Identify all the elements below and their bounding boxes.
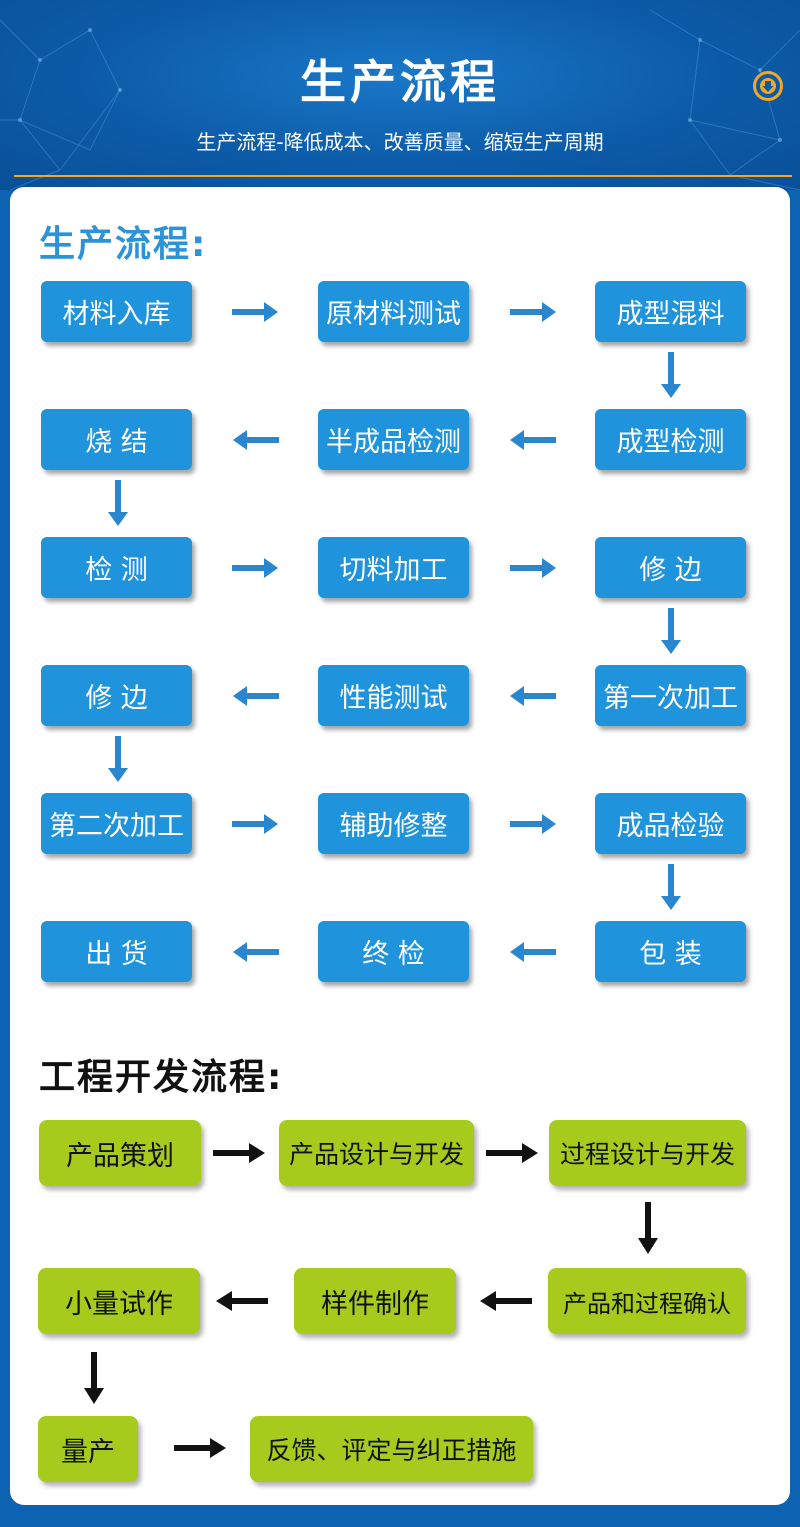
arrow-right-icon [486,1143,538,1163]
engineering-step: 小量试作 [38,1268,200,1334]
arrow-left-icon [510,942,556,962]
arrow-left-icon [510,686,556,706]
arrow-right-icon [232,814,278,834]
arrow-left-icon [233,430,279,450]
arrow-down-icon [661,864,681,910]
engineering-section-title: 工程开发流程: [39,1057,284,1098]
production-step: 原材料测试 [318,281,469,342]
engineering-step: 产品策划 [39,1120,201,1186]
network-pattern-decoration [0,9,800,190]
arrow-left-icon [480,1291,532,1311]
engineering-step: 产品设计与开发 [279,1120,474,1186]
arrow-right-icon [510,814,556,834]
header-banner: 生产流程 生产流程-降低成本、改善质量、缩短生产周期 [0,0,800,190]
production-step: 辅助修整 [318,793,469,854]
engineering-step: 产品和过程确认 [548,1268,746,1334]
engineering-step: 样件制作 [294,1268,456,1334]
arrow-right-icon [232,302,278,322]
production-step: 修 边 [41,665,192,726]
production-step: 终 检 [318,921,469,982]
circle-down-arrow-icon [760,78,776,94]
arrow-right-icon [510,302,556,322]
production-step: 半成品检测 [318,409,469,470]
engineering-step: 量产 [38,1416,138,1482]
production-step: 性能测试 [318,665,469,726]
engineering-step: 反馈、评定与纠正措施 [250,1416,533,1482]
production-step: 出 货 [41,921,192,982]
arrow-right-icon [232,558,278,578]
arrow-down-icon [661,608,681,654]
production-step: 材料入库 [41,281,192,342]
arrow-down-icon [84,1352,104,1404]
production-step: 烧 结 [41,409,192,470]
arrow-left-icon [233,686,279,706]
page-title: 生产流程 [300,55,500,109]
arrow-down-icon [661,352,681,398]
page-subtitle: 生产流程-降低成本、改善质量、缩短生产周期 [196,130,604,154]
production-step: 成型混料 [595,281,746,342]
arrow-left-icon [216,1291,268,1311]
arrow-down-icon [638,1202,658,1254]
arrow-down-icon [108,480,128,526]
arrow-down-icon [108,736,128,782]
production-section-title: 生产流程: [39,224,208,265]
production-step: 成品检验 [595,793,746,854]
header-divider [14,175,792,177]
production-step: 包 装 [595,921,746,982]
production-step: 检 测 [41,537,192,598]
scroll-down-button[interactable] [753,71,783,101]
production-step: 第二次加工 [41,793,192,854]
arrow-left-icon [233,942,279,962]
production-step: 修 边 [595,537,746,598]
engineering-step: 过程设计与开发 [549,1120,746,1186]
production-step: 切料加工 [318,537,469,598]
arrow-left-icon [510,430,556,450]
production-step: 成型检测 [595,409,746,470]
arrow-right-icon [510,558,556,578]
arrow-right-icon [213,1143,265,1163]
production-step: 第一次加工 [595,665,746,726]
arrow-right-icon [174,1438,226,1458]
